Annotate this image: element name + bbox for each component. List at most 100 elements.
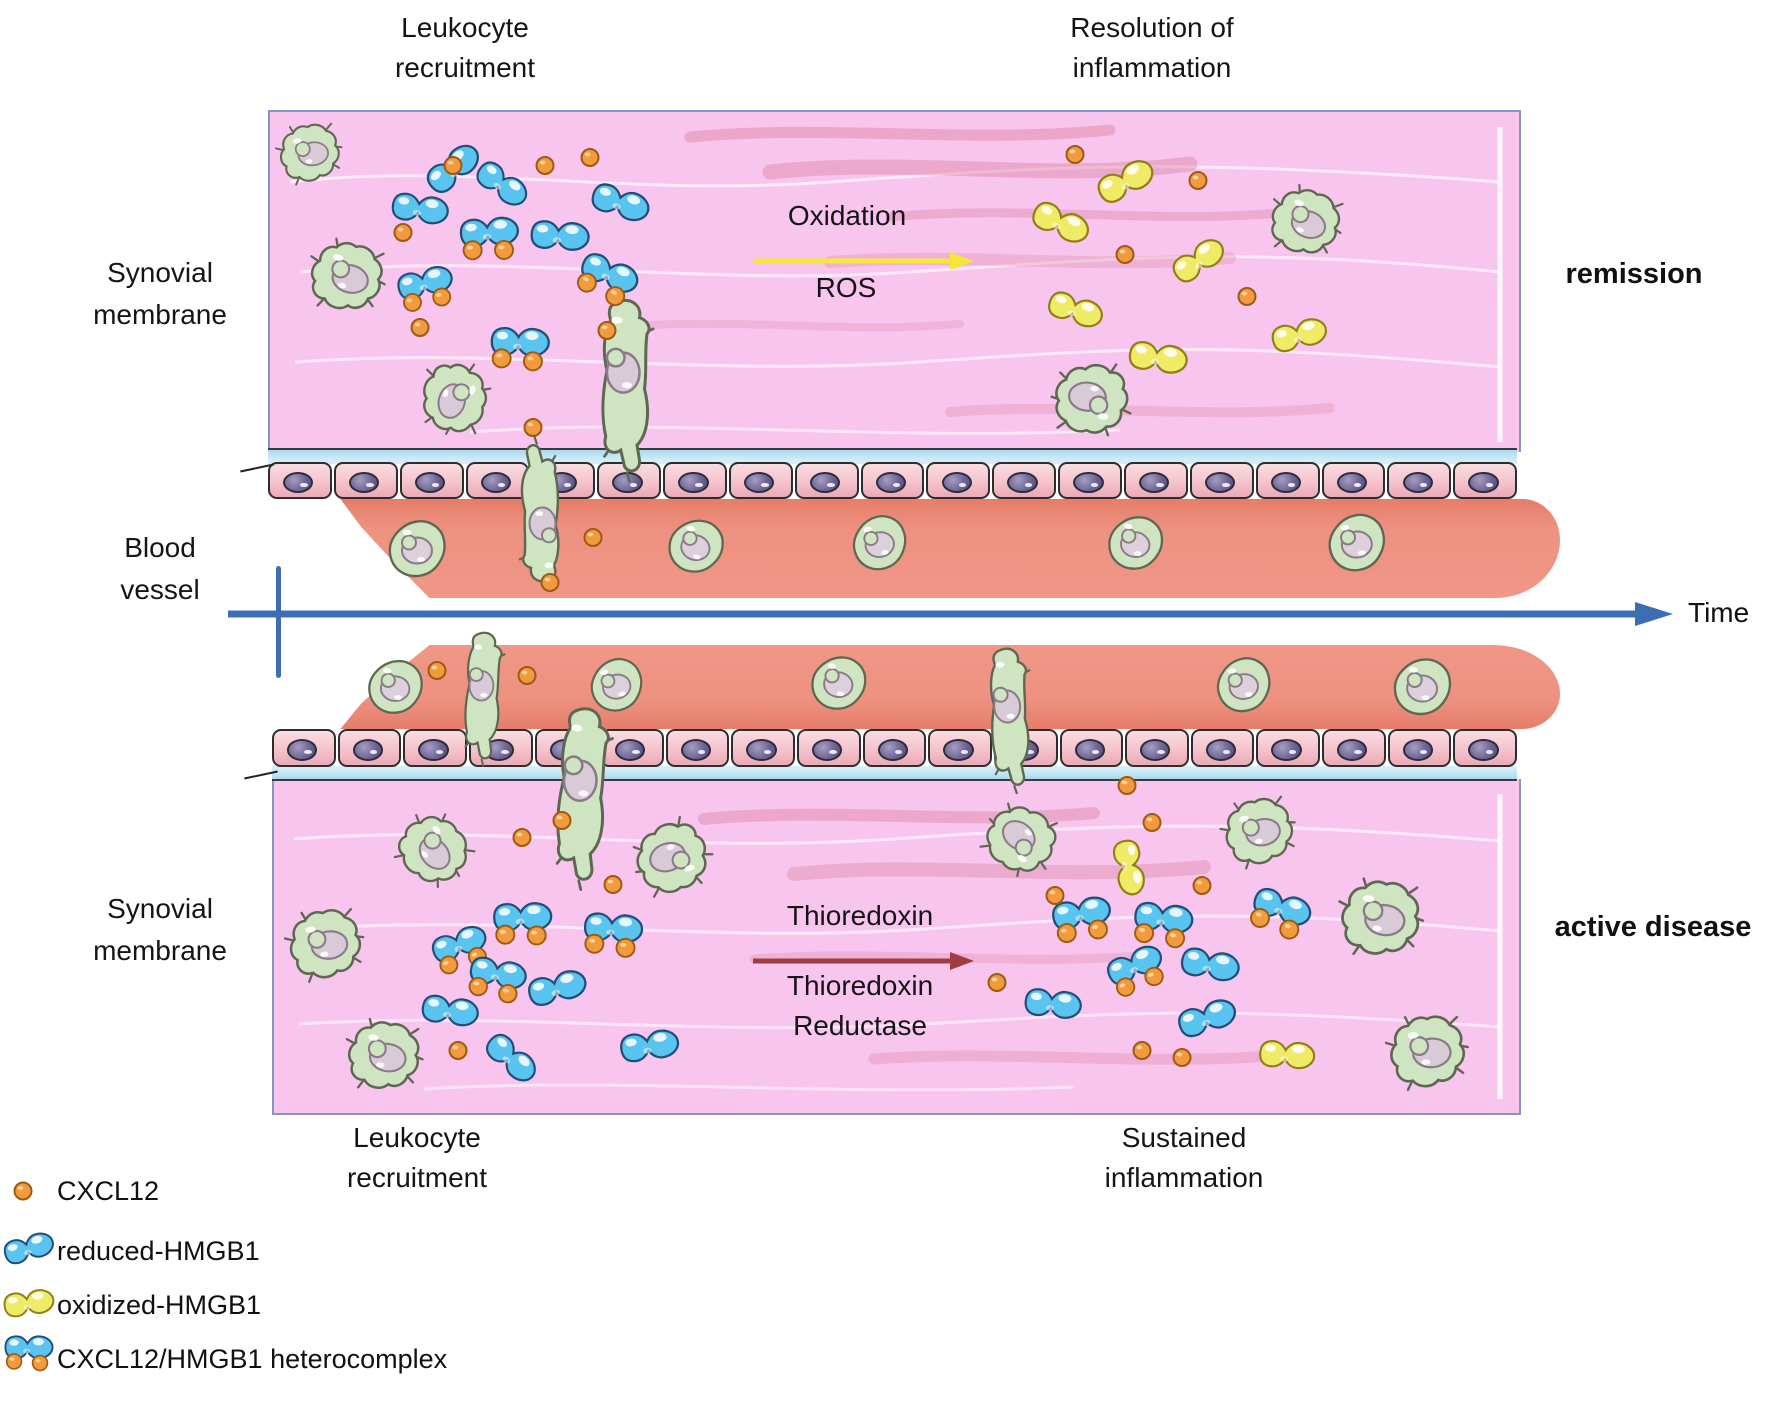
label-leukocyte-recruitment-bottom: Leukocyte recruitment (346, 1122, 488, 1193)
endothelial-cell (468, 729, 533, 767)
endothelial-cell-nucleus (1402, 471, 1433, 494)
endothelial-cell-nucleus (1204, 471, 1236, 494)
heterocomplex-legend-icon (2, 1330, 56, 1374)
label-oxidation: Oxidation (787, 200, 907, 231)
endothelial-cell-nucleus (1007, 471, 1038, 494)
blood-vessel-lumen-bottom (340, 645, 1560, 729)
reduced-hmgb1-legend-icon (2, 1226, 56, 1270)
endothelial-cell-nucleus (1073, 471, 1104, 494)
label-sustained-inflammation: Sustained inflammation (1104, 1122, 1264, 1193)
label-active-disease: active disease (1554, 911, 1752, 943)
endothelial-cell (531, 462, 596, 499)
endothelial-cell (794, 462, 859, 499)
endothelial-cell-nucleus (480, 471, 512, 494)
endothelial-cell (1190, 729, 1255, 767)
endothelial-cell (926, 462, 991, 499)
endothelial-cell (928, 729, 992, 767)
endothelial-cell-nucleus (1402, 739, 1433, 761)
endothelial-cell-nucleus (809, 471, 841, 494)
endothelial-cell-nucleus (1337, 739, 1368, 761)
endothelial-cell (1189, 462, 1254, 499)
endothelial-cell-nucleus (812, 739, 843, 761)
endothelial-cell (862, 729, 927, 767)
label-synovial-membrane-top: Synovial membrane (93, 257, 227, 330)
synovial-membrane-panel-top (268, 110, 1521, 452)
endothelial-cell-nucleus (546, 471, 577, 494)
endothelial-cell (403, 729, 467, 767)
endothelial-cell-nucleus (414, 471, 446, 494)
endothelial-cell (600, 729, 664, 767)
membrane-texture-bottom (293, 794, 1503, 1099)
endothelial-cell (534, 729, 599, 767)
endothelial-cell (1453, 729, 1517, 767)
endothelial-cell (860, 462, 925, 499)
endothelial-cell (1059, 729, 1124, 767)
basement-membrane-top (268, 448, 1517, 464)
label-resolution-of-inflammation: Resolution of inflammation (1070, 12, 1234, 83)
endothelial-cell-nucleus (1271, 739, 1302, 761)
endothelial-cell-nucleus (877, 739, 908, 761)
endothelial-cell (1387, 729, 1452, 767)
endothelial-cell-nucleus (1468, 471, 1499, 494)
endothelial-cell (797, 729, 861, 767)
endothelial-cell (1453, 462, 1518, 499)
label-leukocyte-recruitment-top: Leukocyte recruitment (394, 12, 536, 83)
endothelial-cell (1123, 462, 1188, 499)
endothelial-cell (597, 462, 662, 499)
endothelial-cell (399, 462, 464, 499)
endothelial-cell (1058, 462, 1122, 499)
endothelial-cell-nucleus (744, 471, 775, 494)
endothelial-cell (992, 462, 1057, 499)
cxcl12-legend-icon (12, 1180, 34, 1202)
endothelial-cell (731, 729, 795, 767)
label-blood-vessel: Blood vessel (120, 532, 200, 605)
label-synovial-membrane-bottom: Synovial membrane (93, 893, 227, 966)
label-time: Time (1688, 597, 1750, 628)
endothelial-cell-nucleus (1074, 739, 1105, 761)
endothelial-cell-nucleus (287, 739, 318, 761)
oxidized-hmgb1-legend-icon (2, 1281, 56, 1325)
endothelial-cell-nucleus (746, 739, 777, 761)
endothelium-row-bottom (272, 729, 1517, 767)
endothelial-cell (1256, 729, 1320, 767)
endothelial-cell (728, 462, 793, 499)
endothelial-cell-nucleus (1336, 471, 1367, 494)
endothelial-cell-nucleus (418, 739, 449, 761)
endothelial-cell-nucleus (875, 471, 907, 494)
endothelial-cell (1255, 462, 1320, 499)
endothelial-cell (993, 729, 1058, 767)
thioredoxin-arrow (753, 952, 974, 970)
endothelial-cell-nucleus (1468, 739, 1499, 761)
label-thioredoxin: Thioredoxin (786, 900, 934, 931)
legend-label-cxcl12: CXCL12 (57, 1176, 160, 1206)
endothelial-cell-nucleus (1205, 739, 1237, 761)
endothelial-cell-nucleus (549, 739, 580, 761)
membrane-texture-top (289, 124, 1503, 442)
endothelial-cell-nucleus (678, 471, 709, 494)
oxidation-arrow (753, 252, 974, 270)
endothelial-cell-nucleus (941, 471, 972, 494)
endothelial-cell (337, 729, 402, 767)
endothelial-cell (1125, 729, 1189, 767)
endothelial-cell-nucleus (483, 739, 515, 761)
endothelial-cell (1321, 462, 1386, 499)
endothelial-cell-nucleus (680, 739, 712, 761)
time-axis-tick (276, 566, 281, 678)
synovial-membrane-panel-bottom (272, 779, 1521, 1115)
endothelial-cell (333, 462, 398, 499)
endothelial-cell (663, 462, 727, 499)
endothelial-cell-nucleus (1270, 471, 1302, 494)
endothelial-cell (272, 729, 336, 767)
time-arrow (228, 602, 1673, 626)
endothelial-cell (1322, 729, 1386, 767)
endothelial-cell-nucleus (1139, 471, 1170, 494)
label-remission: remission (1565, 258, 1703, 290)
endothelial-cell-nucleus (283, 471, 314, 494)
endothelial-cell (1387, 462, 1452, 499)
endothelial-cell-nucleus (1140, 739, 1171, 761)
label-thioredoxin-reductase: Thioredoxin Reductase (786, 970, 934, 1041)
endothelial-cell-nucleus (349, 471, 380, 494)
endothelial-cell (665, 729, 730, 767)
blood-vessel-lumen-top (340, 499, 1560, 598)
